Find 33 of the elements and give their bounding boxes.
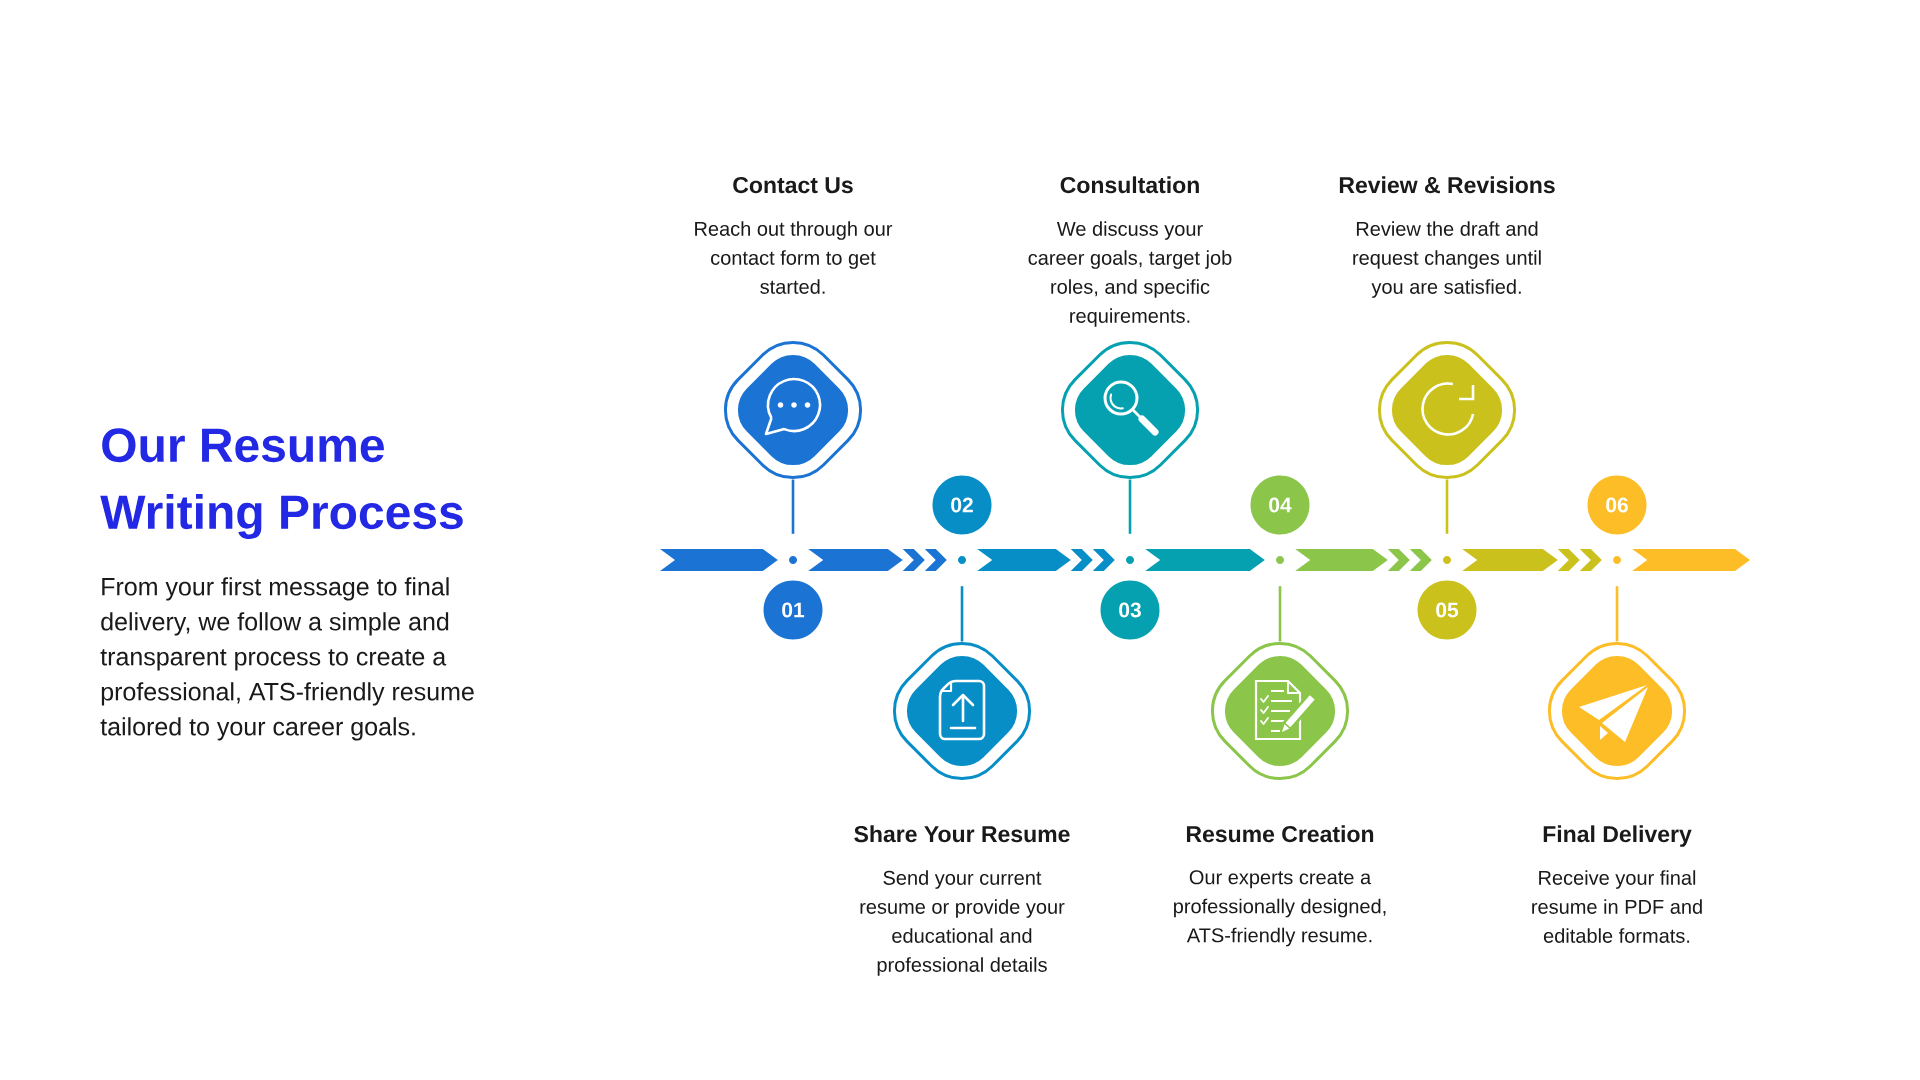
step-description: Review the draft and request changes until you are satisfied. <box>1353 221 1541 298</box>
number-badge: 05 <box>1417 580 1477 640</box>
step-description: Reach out through our contact form to get started. <box>695 221 893 294</box>
step-heading: Resume Creation <box>1186 825 1374 843</box>
step-heading: Consultation <box>1060 176 1199 194</box>
step-heading: Final Delivery <box>1543 825 1692 847</box>
number-badge: 01 <box>763 580 823 640</box>
step-description: Our experts create a professionally designed, ATS-friendly resume. <box>1174 870 1386 947</box>
connector-line <box>1445 479 1449 534</box>
chevron-arrow <box>1145 549 1265 571</box>
connector-line <box>1278 586 1282 642</box>
chevron-arrow <box>660 549 778 571</box>
chevron-arrow <box>1462 549 1602 571</box>
step-description: Send your current resume or provide your educational and professional details <box>860 870 1065 976</box>
title: Our Resume Writing Process <box>100 428 463 539</box>
step-heading: Share Your Resume <box>854 825 1070 843</box>
connector-line <box>1615 586 1619 642</box>
chevron-arrow <box>977 549 1115 571</box>
step-description: We discuss your career goals, target job roles, and specific requirements. <box>1028 221 1232 327</box>
number-badge: 03 <box>1100 580 1160 640</box>
chevron-arrow <box>808 549 947 571</box>
step-heading: Review & Revisions <box>1339 176 1555 194</box>
number-badge: 06 <box>1587 475 1647 535</box>
number-badge: 04 <box>1250 475 1310 535</box>
connector-line <box>960 586 964 642</box>
connector-line <box>791 479 795 534</box>
step-heading: Contact Us <box>733 176 853 194</box>
connector-line <box>1128 479 1132 534</box>
chevron-arrow <box>1632 549 1750 571</box>
number-badge: 02 <box>932 475 992 535</box>
intro-text: From your first message to final delivery, we follow a simple and transparent process to create a professional, ATS-friendly resume tailored to your career goals. <box>100 577 474 741</box>
step-description: Receive your final resume in PDF and editable formats. <box>1532 870 1702 943</box>
chevron-arrow <box>1295 549 1432 571</box>
